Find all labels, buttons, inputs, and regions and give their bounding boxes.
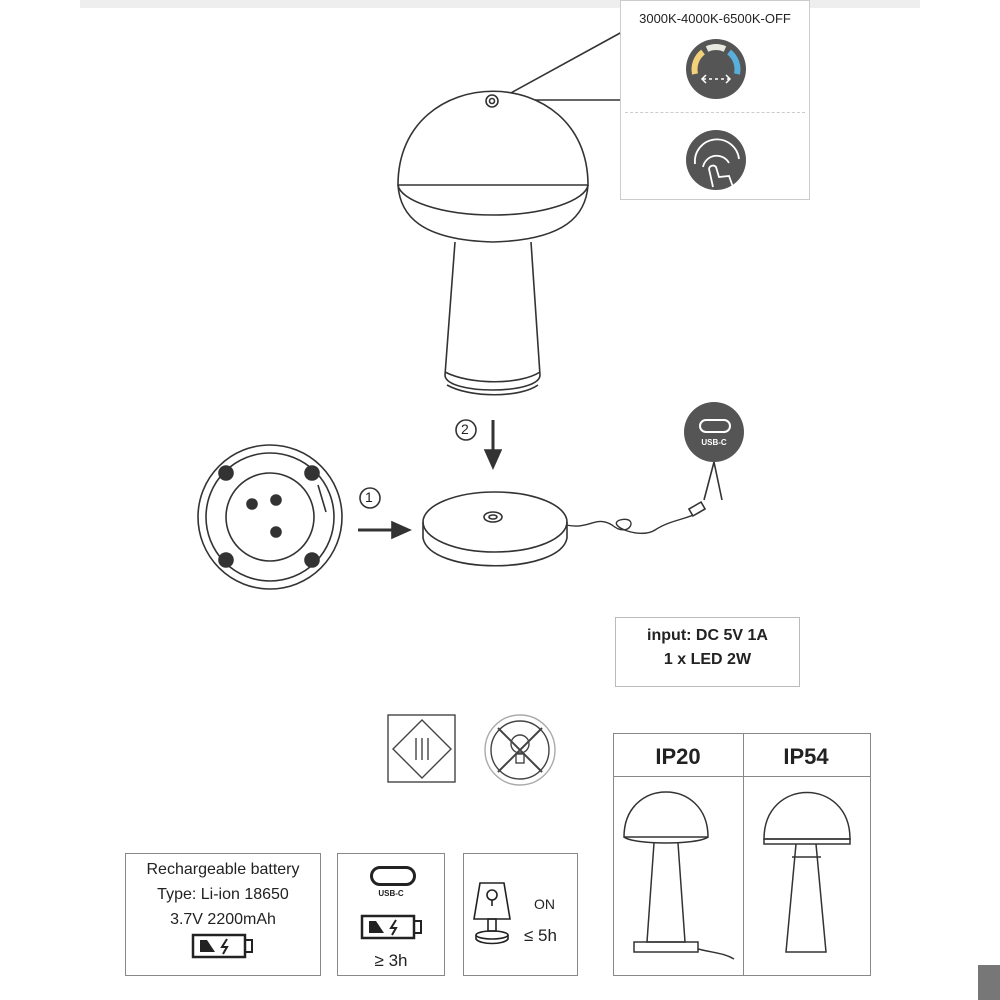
step-1-marker xyxy=(358,487,412,540)
safety-symbols xyxy=(387,714,556,786)
ip54-header: IP54 xyxy=(783,744,829,769)
charging-base xyxy=(422,491,568,567)
runtime-time: ≤ 5h xyxy=(524,926,557,945)
battery-icon xyxy=(191,933,253,959)
step-2-number: 2 xyxy=(461,421,469,437)
base-bottom-view xyxy=(197,444,343,590)
led-spec: 1 x LED 2W xyxy=(663,651,752,668)
ip-rating-table: IP20 IP54 xyxy=(613,733,871,976)
battery-capacity: 3.7V 2200mAh xyxy=(170,911,276,928)
lamp-on-icon xyxy=(473,882,511,945)
leader-line xyxy=(713,461,723,501)
usb-c-label: USB-C xyxy=(701,438,727,447)
color-temperature-label: 3000K-4000K-6500K-OFF xyxy=(639,11,791,26)
usb-c-label: USB-C xyxy=(378,889,404,898)
battery-info-box: Rechargeable battery Type: Li-ion 18650 … xyxy=(125,853,321,976)
lamp-head xyxy=(397,90,589,243)
touch-control-callout: 3000K-4000K-6500K-OFF xyxy=(620,0,810,200)
runtime-state: ON xyxy=(534,896,555,912)
class-iii-icon xyxy=(387,714,456,783)
charging-time-box: USB-C ≥ 3h xyxy=(337,853,445,976)
power-spec-box: input: DC 5V 1A 1 x LED 2W xyxy=(615,617,800,687)
divider xyxy=(625,112,805,113)
scrollbar-thumb[interactable] xyxy=(978,965,1000,1000)
battery-title: Rechargeable battery xyxy=(146,861,300,878)
usb-cable xyxy=(565,511,701,535)
step-2-marker xyxy=(455,419,503,470)
step-1-number: 1 xyxy=(365,489,373,505)
leader-line xyxy=(497,31,623,101)
ip-lamp-illustrations xyxy=(623,791,851,960)
runtime-box: ON ≤ 5h xyxy=(463,853,578,976)
color-temperature-cycle-icon xyxy=(686,39,746,99)
led-not-replaceable-icon xyxy=(484,714,556,786)
top-bar xyxy=(80,0,920,8)
lamp-stem xyxy=(444,241,541,396)
leader-line xyxy=(703,461,715,501)
usb-c-port-icon: USB-C xyxy=(684,402,744,462)
ip20-lamp-illustration xyxy=(623,791,735,960)
battery-charging-icon xyxy=(360,914,422,940)
touch-icon xyxy=(686,130,746,190)
input-spec: input: DC 5V 1A xyxy=(647,627,768,644)
ip20-header: IP20 xyxy=(655,744,701,769)
ip54-lamp-illustration xyxy=(763,791,851,953)
assembly-diagram xyxy=(197,31,723,590)
battery-type: Type: Li-ion 18650 xyxy=(157,886,289,903)
charging-time: ≥ 3h xyxy=(374,951,408,970)
usb-c-icon xyxy=(370,866,416,886)
